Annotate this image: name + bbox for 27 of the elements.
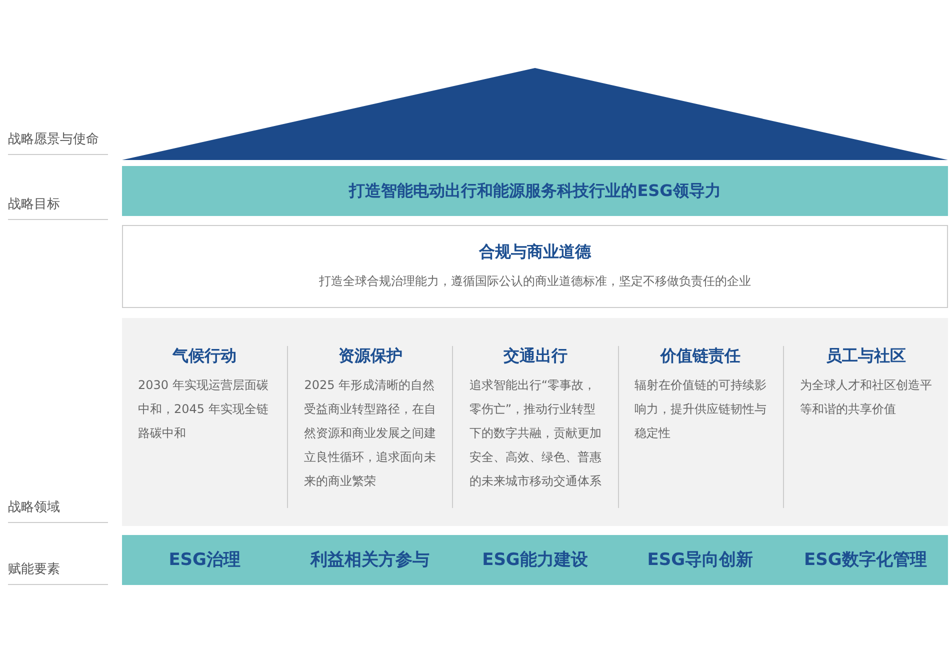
description-text: 2025 年形成清晰的自然受益商业转型路径，在自然资源和商业发展之间建立良性循环，追求面向未来的商业繁荣 bbox=[304, 377, 436, 490]
enabler-text: ESG导向创新 bbox=[646, 549, 754, 572]
principle-box bbox=[122, 225, 948, 308]
description-text: 追求智能出行“零事故，零伤亡”，推动行业转型下的数字共融，贡献更加安全、高效、绿色、普惠的未来城市移动交通体系 bbox=[469, 377, 602, 490]
row-label: 战略目标 bbox=[8, 195, 108, 220]
row-label: 赋能要素 bbox=[8, 560, 108, 585]
description-text: 2030 年实现运营层面碳中和，2045 年实现全链路碳中和 bbox=[138, 377, 270, 442]
goal-text: 打造智能电动出行和能源服务科技行业的ESG领导力 bbox=[348, 180, 722, 202]
band bbox=[122, 535, 948, 585]
goal-band bbox=[122, 166, 948, 216]
pillar-title: 资源保护 bbox=[337, 346, 404, 367]
pillar-title: 价值链责任 bbox=[659, 346, 742, 367]
heading: 合规与商业道德 bbox=[478, 242, 592, 263]
triangle-roof bbox=[122, 68, 948, 160]
pillar-title: 交通出行 bbox=[502, 346, 568, 367]
description-text: 打造全球合规治理能力，遵循国际公认的商业道德标准，坚定不移做负责任的企业 bbox=[318, 273, 752, 290]
enabler-text: ESG治理 bbox=[168, 549, 242, 572]
pillar-title: 气候行动 bbox=[171, 346, 238, 367]
enabler-text: ESG数字化管理 bbox=[802, 549, 928, 572]
description-text: 辐射在价值链的可持续影响力，提升供应链韧性与稳定性 bbox=[634, 377, 767, 442]
row-label: 战略领域 bbox=[8, 498, 108, 523]
enabler-text: 利益相关方参与 bbox=[309, 549, 430, 572]
pillar-title: 员工与社区 bbox=[824, 346, 907, 367]
enabler-text: ESG能力建设 bbox=[481, 549, 589, 572]
description-text: 为全球人才和社区创造平等和谐的共享价值 bbox=[800, 377, 932, 418]
panel-background bbox=[122, 318, 948, 526]
row-label: 战略愿景与使命 bbox=[8, 130, 108, 155]
